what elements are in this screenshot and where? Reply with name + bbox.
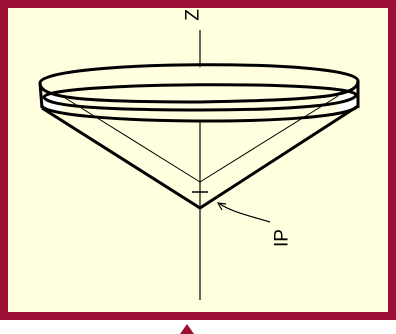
cone-left-outer-edge: [41, 106, 201, 210]
ring-left-side: [38, 82, 44, 109]
cone-left-inner-edge: [61, 95, 201, 183]
cone-right-outer-edge: [199, 104, 359, 210]
ring-inner-ellipse: [42, 83, 358, 112]
diagram-panel: [0, 0, 396, 320]
ip-leader-line: [219, 203, 271, 223]
ring: [38, 63, 360, 123]
ring-bottom-front: [40, 104, 360, 123]
z-axis-label: Z: [182, 9, 204, 21]
ip-leader-arrowhead: [216, 202, 227, 211]
ring-band-fill: [40, 67, 358, 123]
cone-right-inner-edge: [199, 95, 339, 183]
ip-label: IP: [271, 229, 293, 247]
nav-triangle-icon[interactable]: [180, 324, 194, 334]
